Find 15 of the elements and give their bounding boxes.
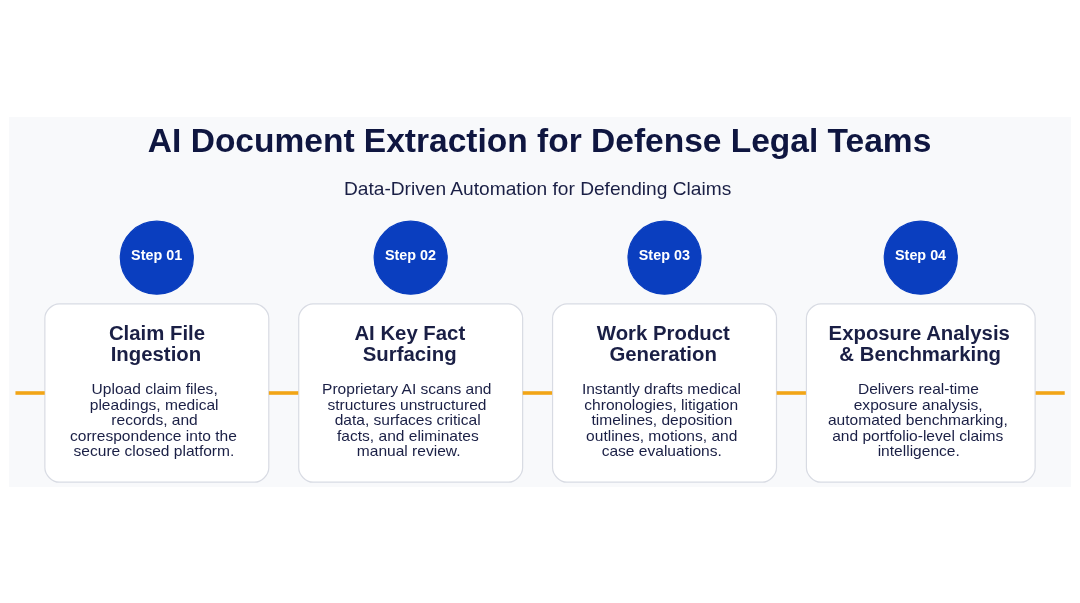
- label: Data-Driven Automation for Defending Claims: [343, 177, 732, 199]
- diagram-title: AI Document Extraction for Defense Legal Teams: [147, 121, 932, 159]
- connector: [15, 390, 45, 395]
- node-box: Work Product Generation Instantly drafts medical chronologies, litigation timelines, deposition outlines, motions, and case evaluations.: [551, 302, 778, 483]
- node-circle: Step 03: [627, 220, 702, 295]
- node-box: Claim File Ingestion Upload claim files, pleadings, medical records, and correspondence into the secure closed platform.: [44, 302, 270, 483]
- node-circle: Step 04: [883, 220, 958, 295]
- connector: [1035, 390, 1065, 395]
- node-circle: Step 02: [373, 220, 448, 295]
- connector: [776, 390, 806, 395]
- node-box: Exposure Analysis & Benchmarking Delivers real-time exposure analysis, automated benchmarking, and portfolio-level claims intelligence.: [805, 302, 1036, 483]
- connector: [522, 390, 553, 395]
- connector: [268, 390, 299, 395]
- node-box: AI Key Fact Surfacing Proprietary AI scans and structures unstructured data, surfaces critical facts, and eliminates manual review.: [298, 302, 524, 483]
- node-circle: Step 01: [119, 220, 194, 295]
